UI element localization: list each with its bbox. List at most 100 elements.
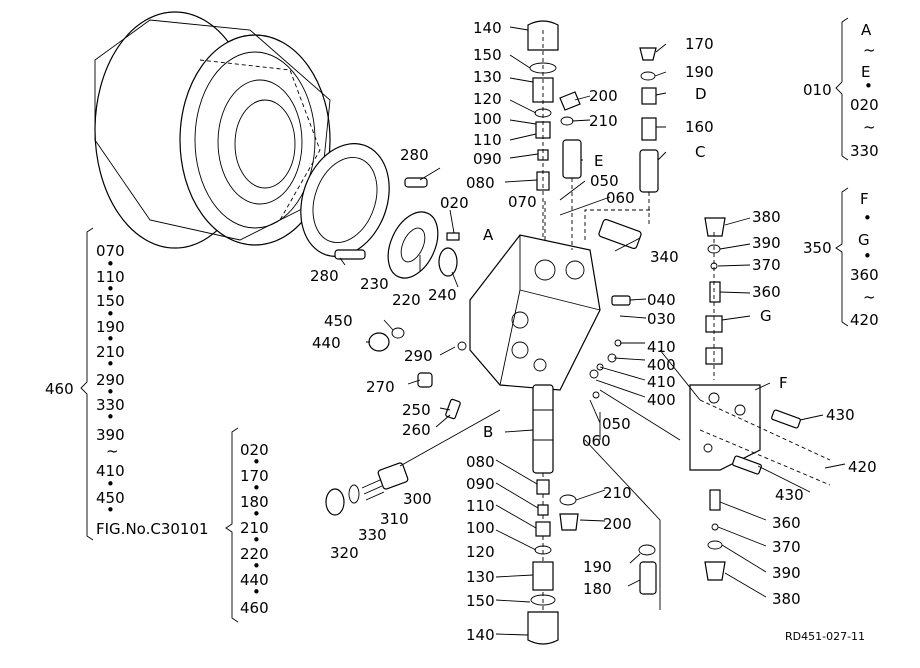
group-350-item: •	[863, 209, 872, 227]
label-120-bottom: 120	[466, 543, 495, 561]
plug-200-group	[559, 91, 582, 250]
label-270: 270	[366, 378, 395, 396]
label-360-top: 360	[752, 283, 781, 301]
group-460-item: 150	[96, 292, 125, 310]
part-labels: 140 150 130 120 100 110 090 080 070 050 …	[310, 19, 877, 644]
plate-and-bearing	[387, 211, 460, 279]
group-460-item: •	[106, 383, 115, 401]
group-010-item: 020	[850, 96, 879, 114]
group-460-item: ~	[106, 442, 119, 460]
label-C: C	[695, 143, 705, 161]
label-370-top: 370	[752, 256, 781, 274]
label-B: B	[483, 423, 493, 441]
valve-g	[704, 217, 726, 380]
label-200-top: 200	[589, 87, 618, 105]
label-360-bottom: 360	[772, 514, 801, 532]
label-410-a: 410	[647, 338, 676, 356]
label-070: 070	[508, 193, 537, 211]
label-050-bottom: 050	[602, 415, 631, 433]
label-280-bottom: 280	[310, 267, 339, 285]
group-460-item: •	[106, 408, 115, 426]
label-340: 340	[650, 248, 679, 266]
label-D: D	[695, 85, 707, 103]
group-fig-item: 170	[240, 467, 269, 485]
label-410-b: 410	[647, 373, 676, 391]
label-130-top: 130	[473, 68, 502, 86]
group-fig-item: •	[252, 505, 261, 523]
label-080-bottom: 080	[466, 453, 495, 471]
spool-c-stack	[639, 47, 659, 225]
group-fig-item: 180	[240, 493, 269, 511]
label-020: 020	[440, 194, 469, 212]
group-460-fig-ref: FIG.No.C30101	[96, 520, 209, 538]
label-080-top: 080	[466, 174, 495, 192]
label-430-top: 430	[826, 406, 855, 424]
cover-f	[689, 384, 831, 486]
valve-body	[469, 200, 650, 391]
group-460-item: 390	[96, 426, 125, 444]
label-100-top: 100	[473, 110, 502, 128]
group-460-item: •	[106, 355, 115, 373]
label-200-bottom: 200	[603, 515, 632, 533]
label-030: 030	[647, 310, 676, 328]
label-150-bottom: 150	[466, 592, 495, 610]
group-fig-item: 220	[240, 545, 269, 563]
label-390-bottom: 390	[772, 564, 801, 582]
label-310: 310	[380, 510, 409, 528]
label-190-top: 190	[685, 63, 714, 81]
right-bottom-stack	[704, 489, 726, 581]
group-fig: 020 • 170 • 180 • 210 • 220 • 440 • 460	[240, 441, 269, 617]
label-330: 330	[358, 526, 387, 544]
label-120-top: 120	[473, 90, 502, 108]
group-460: 460 070 • 110 • 150 • 190 • 210 • 290 • …	[45, 242, 209, 538]
label-190-bottom: 190	[583, 558, 612, 576]
spool-b	[532, 384, 554, 640]
label-040: 040	[647, 291, 676, 309]
group-fig-item: •	[252, 479, 261, 497]
label-090-bottom: 090	[466, 475, 495, 493]
label-390-top: 390	[752, 234, 781, 252]
label-370-bottom: 370	[772, 538, 801, 556]
leader-lines	[339, 26, 846, 636]
group-010-item: •	[864, 77, 873, 95]
group-fig-item: 210	[240, 519, 269, 537]
group-350-item: 420	[850, 311, 879, 329]
group-460-item: 210	[96, 343, 125, 361]
group-010-label: 010	[803, 81, 832, 99]
valve-stack-bottom	[527, 479, 559, 645]
label-060-top: 060	[606, 189, 635, 207]
group-460-item: 330	[96, 396, 125, 414]
label-250: 250	[402, 401, 431, 419]
group-010-item: E	[861, 63, 870, 81]
label-050-top: 050	[590, 172, 619, 190]
group-fig-item: 020	[240, 441, 269, 459]
group-350-item: G	[858, 231, 870, 249]
group-460-item: 450	[96, 489, 125, 507]
label-380-top: 380	[752, 208, 781, 226]
group-350-item: •	[863, 247, 872, 265]
group-010-item: 330	[850, 142, 879, 160]
label-380-bottom: 380	[772, 590, 801, 608]
group-fig-item: 440	[240, 571, 269, 589]
group-010: 010 A ~ E • 020 ~ 330	[803, 21, 879, 160]
group-fig-item: •	[252, 453, 261, 471]
label-060-bottom: 060	[582, 432, 611, 450]
group-460-label: 460	[45, 380, 74, 398]
label-220: 220	[392, 291, 421, 309]
label-100-bottom: 100	[466, 519, 495, 537]
group-350: 350 F • G • 360 ~ 420	[803, 190, 879, 329]
group-460-item: •	[106, 305, 115, 323]
group-460-item: •	[106, 330, 115, 348]
drive-housing	[94, 11, 331, 249]
label-400-a: 400	[647, 356, 676, 374]
label-170: 170	[685, 35, 714, 53]
group-010-item: A	[861, 21, 872, 39]
group-460-item: 070	[96, 242, 125, 260]
label-140-bottom: 140	[466, 626, 495, 644]
label-180: 180	[583, 580, 612, 598]
label-230: 230	[360, 275, 389, 293]
label-450: 450	[324, 312, 353, 330]
group-460-item: 190	[96, 318, 125, 336]
